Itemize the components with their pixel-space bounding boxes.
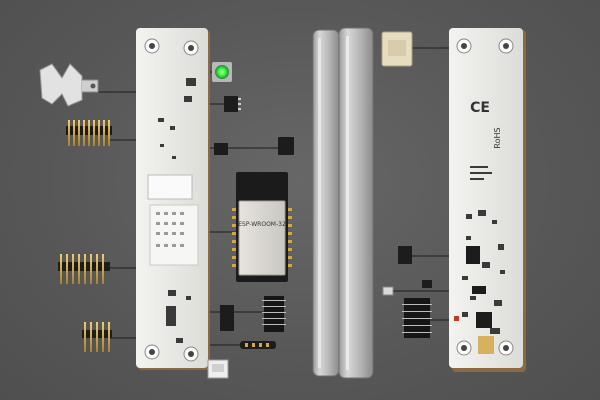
pin-header-middle: [58, 254, 110, 284]
enclosure-rail-right: [338, 27, 374, 379]
pin-header-top: [66, 120, 112, 146]
pin-header-bottom: [82, 322, 112, 352]
battery-clip: [39, 63, 99, 107]
esp32-module: ESP-WROOM-32: [232, 172, 292, 282]
status-led: [212, 62, 232, 82]
enclosure-rail-left: [312, 29, 340, 377]
rohs-mark: RoHS: [493, 127, 502, 148]
beige-sensor-part: [381, 31, 413, 67]
back-components: [382, 246, 492, 338]
module-label: ESP-WROOM-32: [238, 221, 286, 228]
pcb-back: CE RoHS: [449, 28, 526, 372]
front-components: [207, 96, 294, 379]
ce-mark: CE: [470, 100, 490, 116]
pcb-front: [136, 28, 210, 370]
